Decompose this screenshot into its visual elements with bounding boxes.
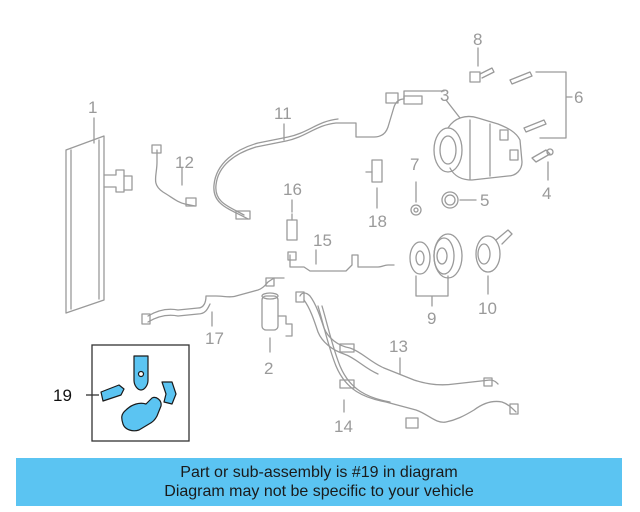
info-banner: Part or sub-assembly is #19 in diagram D… (16, 458, 622, 506)
callout-2: 2 (264, 359, 273, 378)
callout-19: 19 (53, 386, 72, 405)
sensor-18-part[interactable] (365, 159, 383, 183)
callout-15: 15 (313, 231, 332, 250)
callout-17: 17 (205, 329, 224, 348)
callout-3-leader (445, 99, 461, 119)
callout-12: 12 (175, 153, 194, 172)
part-19-inset[interactable] (91, 344, 190, 442)
compressor-3-part[interactable] (433, 115, 523, 181)
banner-line-1: Part or sub-assembly is #19 in diagram (180, 464, 458, 481)
callout-16: 16 (283, 180, 302, 199)
seal-piece-bottom (121, 396, 162, 432)
callout-3: 3 (440, 86, 449, 105)
condenser-part[interactable] (65, 135, 133, 314)
callout-8: 8 (473, 30, 482, 49)
callout-13: 13 (389, 337, 408, 356)
hose-17-part[interactable] (141, 277, 285, 325)
banner-line-2: Diagram may not be specific to your vehi… (164, 483, 474, 500)
callout-7: 7 (410, 155, 419, 174)
callout-9: 9 (427, 309, 436, 328)
fitting-4-part[interactable] (531, 148, 554, 163)
receiver-drier-2-part[interactable] (261, 292, 293, 337)
callout-5: 5 (480, 191, 489, 210)
discharge-line-14-part[interactable] (317, 305, 519, 429)
tube-15-part[interactable] (287, 251, 395, 272)
callout-10: 10 (478, 299, 497, 318)
callout-9-leader (415, 275, 449, 307)
clutch-coil-10-part[interactable] (475, 229, 513, 273)
liquid-line-13-part[interactable] (295, 291, 499, 387)
bolt-8-part[interactable] (469, 67, 495, 83)
washer-7-part[interactable] (410, 204, 422, 216)
callout-1: 1 (88, 98, 97, 117)
valve-16-part[interactable] (286, 213, 298, 241)
callout-6-leader (535, 71, 573, 139)
o-ring-5-part[interactable] (441, 191, 459, 209)
callout-4: 4 (542, 184, 551, 203)
callout-18: 18 (368, 212, 387, 231)
hose-12-part[interactable] (151, 144, 197, 207)
callout-6: 6 (574, 88, 583, 107)
seal-piece-left (100, 384, 125, 402)
suction-line-11-part[interactable] (213, 90, 445, 220)
seal-piece-right (161, 381, 177, 405)
clutch-pulley-9-part[interactable] (409, 233, 463, 279)
parts-diagram: 1 2 3 4 5 6 7 8 9 10 11 12 13 14 15 16 1… (53, 30, 583, 442)
stud-6-part[interactable] (509, 71, 547, 133)
callout-14: 14 (334, 417, 353, 436)
callout-11: 11 (274, 104, 292, 123)
